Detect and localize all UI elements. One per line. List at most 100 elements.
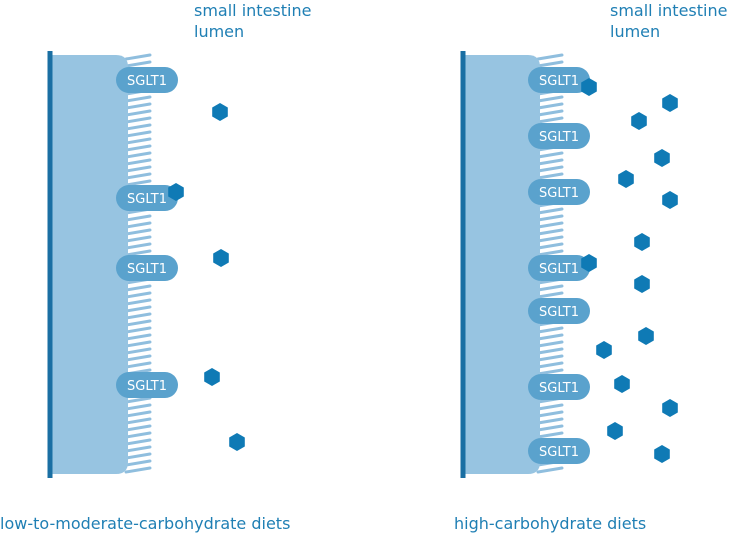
sglt1-label: SGLT1	[539, 130, 579, 145]
lumen-label-left: small intestine lumen	[194, 0, 311, 42]
hexagon-icon	[654, 149, 670, 167]
microvillus	[536, 403, 564, 411]
sglt1-transporter: SGLT1	[528, 67, 590, 93]
microvillus	[124, 431, 152, 439]
sglt1-transporter: SGLT1	[528, 123, 590, 149]
sglt1-transporter: SGLT1	[116, 372, 178, 398]
hexagon-icon	[634, 275, 650, 293]
sglt1-label: SGLT1	[539, 381, 579, 396]
hexagon-icon	[662, 191, 678, 209]
microvillus	[536, 242, 564, 250]
microvillus	[124, 137, 152, 145]
microvillus	[536, 53, 564, 61]
microvillus	[124, 438, 152, 446]
lumen-label-left-line1: small intestine	[194, 1, 312, 20]
microvillus	[536, 151, 564, 159]
sglt1-transporter-icon	[116, 67, 178, 93]
microvillus	[536, 291, 564, 299]
hexagon-icon	[581, 254, 597, 272]
microvillus	[124, 172, 152, 180]
sglt1-transporter: SGLT1	[116, 255, 178, 281]
microvillus	[124, 95, 152, 103]
sglt1-transporter-icon	[116, 185, 178, 211]
microvillus	[124, 459, 152, 467]
microvillus	[536, 102, 564, 110]
microvillus	[536, 165, 564, 173]
microvillus	[124, 291, 152, 299]
microvillus	[124, 305, 152, 313]
microvillus	[536, 116, 564, 124]
microvillus	[124, 452, 152, 460]
microvillus	[536, 284, 564, 292]
hexagon-icon	[662, 94, 678, 112]
sglt1-transporter: SGLT1	[528, 298, 590, 324]
microvillus	[124, 235, 152, 243]
microvillus	[124, 312, 152, 320]
hexagon-icon	[638, 327, 654, 345]
sglt1-transporter-icon	[528, 123, 590, 149]
microvillus	[124, 403, 152, 411]
hexagon-icon	[581, 78, 597, 96]
hexagon-icon	[596, 341, 612, 359]
microvillus	[124, 333, 152, 341]
microvillus	[536, 340, 564, 348]
microvillus	[124, 165, 152, 173]
microvillus	[536, 207, 564, 215]
hexagon-icon	[168, 183, 184, 201]
sglt1-transporter: SGLT1	[116, 185, 178, 211]
microvillus	[124, 347, 152, 355]
sglt1-transporter-icon	[528, 67, 590, 93]
microvillus	[124, 116, 152, 124]
hexagon-icon	[614, 375, 630, 393]
microvillus	[124, 130, 152, 138]
lumen-label-right-line1: small intestine	[610, 1, 728, 20]
microvillus	[124, 410, 152, 418]
hexagon-icon	[634, 233, 650, 251]
microvillus	[124, 179, 152, 187]
microvillus	[124, 109, 152, 117]
hexagon-icon	[212, 103, 228, 121]
microvillus	[536, 249, 564, 257]
sglt1-transporter-icon	[116, 372, 178, 398]
caption-high-carb: high-carbohydrate diets	[454, 514, 647, 533]
sglt1-transporter: SGLT1	[528, 179, 590, 205]
microvillus	[536, 109, 564, 117]
microvillus	[536, 228, 564, 236]
microvillus	[536, 95, 564, 103]
sglt1-transporter: SGLT1	[528, 438, 590, 464]
sglt1-transporter-icon	[116, 255, 178, 281]
microvillus	[124, 221, 152, 229]
sglt1-transporter-icon	[528, 179, 590, 205]
caption-low-carb: low-to-moderate-carbohydrate diets	[0, 514, 291, 533]
sglt1-transporter-icon	[528, 438, 590, 464]
sglt1-label: SGLT1	[539, 262, 579, 277]
microvillus	[124, 340, 152, 348]
microvillus	[536, 361, 564, 369]
microvillus	[124, 214, 152, 222]
microvillus	[124, 242, 152, 250]
hexagon-icon	[618, 170, 634, 188]
microvillus	[124, 326, 152, 334]
microvillus	[124, 102, 152, 110]
microvillus	[124, 158, 152, 166]
microvillus	[536, 172, 564, 180]
lumen-label-right-line2: lumen	[610, 22, 661, 41]
sglt1-label: SGLT1	[127, 74, 167, 89]
microvillus	[536, 368, 564, 376]
microvillus	[124, 249, 152, 257]
sglt1-transporter: SGLT1	[528, 374, 590, 400]
microvillus	[536, 410, 564, 418]
hexagon-icon	[654, 445, 670, 463]
microvillus	[536, 424, 564, 432]
enterocyte-cell	[50, 55, 128, 474]
microvillus	[124, 424, 152, 432]
sglt1-label: SGLT1	[539, 445, 579, 460]
microvillus	[536, 347, 564, 355]
microvillus	[124, 466, 152, 474]
microvillus	[124, 228, 152, 236]
microvillus	[536, 466, 564, 474]
microvillus	[536, 60, 564, 68]
microvillus	[124, 298, 152, 306]
